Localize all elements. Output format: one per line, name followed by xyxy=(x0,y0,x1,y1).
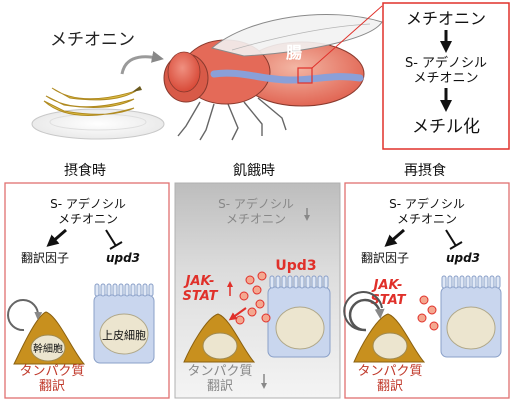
methylation-pathway-box: メチオニン S- アデノシル メチオニン メチル化 xyxy=(382,2,510,150)
refed-arrow-to-factor xyxy=(384,228,405,247)
top-section: メチオニン xyxy=(31,2,510,150)
refed-upd3-particles xyxy=(417,295,439,331)
pathway-box-border xyxy=(382,2,510,150)
pathway-methylation: メチル化 xyxy=(412,117,480,137)
fly-eye xyxy=(167,51,201,93)
fly-wing xyxy=(210,14,383,57)
refed-factor-label: 翻訳因子 xyxy=(361,250,409,265)
fed-protein-line1: タンパク質 xyxy=(19,364,84,379)
epithelial-nucleus xyxy=(99,313,149,355)
fed-renewal-arrow xyxy=(7,299,43,332)
starved-upd3-label: Upd3 xyxy=(275,258,316,274)
refed-inhibit-line xyxy=(445,229,457,247)
starved-stem-cell xyxy=(183,313,256,363)
banana-stem xyxy=(132,86,142,92)
panel-fed: 摂食時 S- アデノシル メチオニン 翻訳因子 upd3 xyxy=(4,162,170,399)
food-to-fly-arrow xyxy=(120,50,164,75)
fed-stem-cell xyxy=(13,311,86,365)
fed-sam-line1: S- アデノシル xyxy=(50,196,126,211)
fed-factor-label: 翻訳因子 xyxy=(21,250,69,265)
refed-sam-line2: メチオニン xyxy=(397,212,457,226)
refed-jak-line1: JAK- xyxy=(371,278,403,293)
stem-cell-nucleus xyxy=(30,334,66,362)
panel-refed: 再摂食 S- アデノシル メチオニン 翻訳因子 upd3 JAK- STAT xyxy=(343,162,510,399)
refed-protein-line2: 翻訳 xyxy=(377,379,403,394)
fed-epithelial-label: 上皮細胞 xyxy=(102,329,146,342)
fed-gene-label: upd3 xyxy=(106,251,140,265)
fed-arrow-to-factor xyxy=(46,228,67,247)
starved-protein-line1: タンパク質 xyxy=(187,364,252,379)
stem-cell-nucleus xyxy=(372,332,408,360)
fly-illustration xyxy=(163,14,383,141)
starved-jak-line1: JAK- xyxy=(183,274,215,289)
fly-gut xyxy=(210,69,364,84)
pathway-sam-line1: S- アデノシル xyxy=(405,55,487,71)
starved-upd3-particles xyxy=(235,271,271,325)
banana-plate-illustration xyxy=(31,86,165,140)
starved-sam-line2: メチオニン xyxy=(226,212,286,226)
epithelial-nucleus xyxy=(446,306,496,350)
fed-epithelial-cell xyxy=(93,283,155,364)
methionine-label: メチオニン xyxy=(50,30,135,50)
refed-renewal-arrow-outer xyxy=(343,291,383,331)
starved-upd3-arrow xyxy=(228,307,247,321)
starved-protein-line2: 翻訳 xyxy=(207,379,233,394)
banana xyxy=(43,100,135,117)
fed-protein-line2: 翻訳 xyxy=(39,379,65,394)
gut-highlight-box xyxy=(297,67,313,84)
refed-sam-line1: S- アデノシル xyxy=(389,196,465,211)
fed-inhibit-bar xyxy=(109,241,123,250)
refed-stem-cell xyxy=(353,313,426,363)
panel-title-fed: 摂食時 xyxy=(64,162,106,179)
gut-label: 腸 xyxy=(286,43,302,62)
refed-inhibit-bar xyxy=(449,241,463,250)
refed-renewal-arrow xyxy=(348,298,385,332)
fed-inhibit-line xyxy=(105,229,117,247)
panel-starved: 飢餓時 S- アデノシル メチオニン Upd3 JAK- STAT xyxy=(174,162,341,399)
panel-title-refed: 再摂食 xyxy=(404,162,446,179)
epithelial-nucleus xyxy=(275,306,325,350)
fed-stem-cell-label: 幹細胞 xyxy=(33,342,63,355)
refed-jak-line2: STAT xyxy=(371,293,407,308)
pathway-sam-line2: メチオニン xyxy=(413,71,478,86)
zoom-line xyxy=(311,5,383,69)
pathway-methionine: メチオニン xyxy=(406,9,486,28)
refed-protein-line1: タンパク質 xyxy=(357,364,422,379)
fed-sam-line2: メチオニン xyxy=(58,212,118,226)
starved-jak-line2: STAT xyxy=(183,289,219,304)
starved-sam-line1: S- アデノシル xyxy=(218,196,294,211)
banana xyxy=(51,87,137,101)
stem-cell-nucleus xyxy=(202,332,238,360)
starved-epithelial-cell xyxy=(267,275,331,358)
refed-gene-label: upd3 xyxy=(446,251,480,265)
panel-title-starved: 飢餓時 xyxy=(233,162,275,179)
refed-epithelial-cell xyxy=(440,275,502,358)
banana xyxy=(45,95,135,108)
